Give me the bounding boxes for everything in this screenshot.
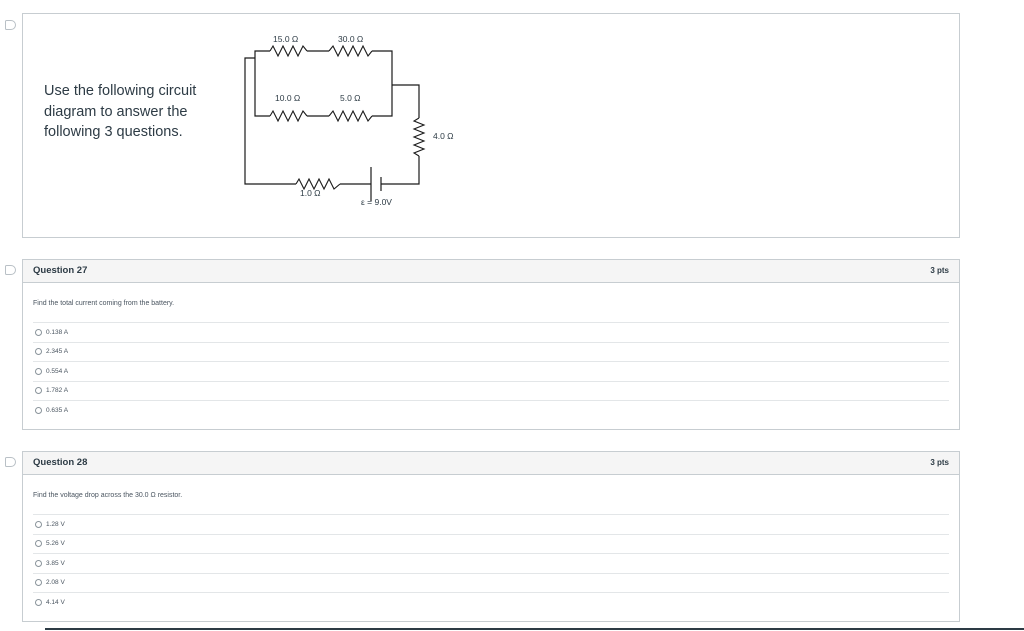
answer-label: 4.14 V bbox=[46, 598, 65, 606]
answer-label: 2.08 V bbox=[46, 579, 65, 587]
resistor-10-icon bbox=[269, 109, 308, 123]
question-header: Question 27 3 pts bbox=[23, 260, 959, 283]
circuit-intro-card: Use the following circuit diagram to ans… bbox=[22, 13, 960, 238]
radio-button[interactable] bbox=[35, 348, 42, 356]
answer-option[interactable]: 1.782 A bbox=[33, 380, 949, 401]
answer-label: 0.635 A bbox=[46, 406, 69, 414]
radio-button[interactable] bbox=[35, 406, 42, 414]
answer-list: 1.28 V 5.26 V 3.85 V 2.08 V 4.14 V bbox=[33, 514, 949, 612]
radio-button[interactable] bbox=[35, 559, 42, 567]
flag-question-27-icon[interactable] bbox=[5, 265, 16, 275]
label-5-ohm: 5.0 Ω bbox=[340, 93, 361, 103]
resistor-4-icon bbox=[412, 117, 426, 157]
radio-button[interactable] bbox=[35, 328, 42, 336]
answer-option[interactable]: 0.554 A bbox=[33, 361, 949, 381]
label-emf: ε = 9.0V bbox=[361, 197, 392, 207]
flag-question-icon[interactable] bbox=[5, 20, 16, 30]
question-points: 3 pts bbox=[930, 458, 949, 467]
answer-list: 0.138 A 2.345 A 0.554 A 1.782 A 0.635 A bbox=[33, 322, 949, 420]
answer-label: 1.782 A bbox=[46, 387, 69, 395]
question-title: Question 27 bbox=[33, 265, 88, 276]
answer-label: 5.26 V bbox=[46, 540, 65, 548]
resistor-1-icon bbox=[295, 177, 341, 191]
radio-button[interactable] bbox=[35, 520, 42, 528]
label-15-ohm: 15.0 Ω bbox=[273, 34, 298, 44]
question-prompt: Find the total current coming from the b… bbox=[33, 300, 175, 307]
answer-option[interactable]: 1.28 V bbox=[33, 514, 949, 534]
question-header: Question 28 3 pts bbox=[23, 452, 959, 475]
bottom-divider bbox=[45, 628, 1024, 630]
radio-button[interactable] bbox=[35, 579, 42, 587]
question-28-card: Question 28 3 pts Find the voltage drop … bbox=[22, 451, 960, 622]
question-prompt: Find the voltage drop across the 30.0 Ω … bbox=[33, 492, 183, 499]
answer-option[interactable]: 5.26 V bbox=[33, 533, 949, 554]
label-1-ohm: 1.0 Ω bbox=[300, 188, 321, 198]
answer-label: 0.554 A bbox=[46, 367, 69, 375]
radio-button[interactable] bbox=[35, 387, 42, 395]
label-10-ohm: 10.0 Ω bbox=[275, 93, 300, 103]
answer-option[interactable]: 2.08 V bbox=[33, 572, 949, 593]
answer-option[interactable]: 2.345 A bbox=[33, 341, 949, 362]
answer-label: 2.345 A bbox=[46, 348, 69, 356]
question-points: 3 pts bbox=[930, 266, 949, 275]
circuit-diagram: 15.0 Ω 30.0 Ω 10.0 Ω 5.0 Ω 4.0 Ω 1.0 Ω ε… bbox=[244, 34, 454, 207]
answer-option[interactable]: 0.138 A bbox=[33, 322, 949, 342]
resistor-30-icon bbox=[328, 44, 373, 58]
answer-option[interactable]: 3.85 V bbox=[33, 553, 949, 573]
answer-label: 0.138 A bbox=[46, 328, 69, 336]
label-4-ohm: 4.0 Ω bbox=[433, 131, 454, 141]
radio-button[interactable] bbox=[35, 540, 42, 548]
answer-option[interactable]: 4.14 V bbox=[33, 592, 949, 612]
label-30-ohm: 30.0 Ω bbox=[338, 34, 363, 44]
answer-label: 1.28 V bbox=[46, 520, 65, 528]
resistor-5-icon bbox=[328, 109, 373, 123]
radio-button[interactable] bbox=[35, 367, 42, 375]
flag-question-28-icon[interactable] bbox=[5, 457, 16, 467]
radio-button[interactable] bbox=[35, 598, 42, 606]
question-27-card: Question 27 3 pts Find the total current… bbox=[22, 259, 960, 430]
question-title: Question 28 bbox=[33, 457, 88, 468]
answer-option[interactable]: 0.635 A bbox=[33, 400, 949, 420]
resistor-15-icon bbox=[269, 44, 308, 58]
answer-label: 3.85 V bbox=[46, 559, 65, 567]
intro-text: Use the following circuit diagram to ans… bbox=[44, 83, 197, 140]
